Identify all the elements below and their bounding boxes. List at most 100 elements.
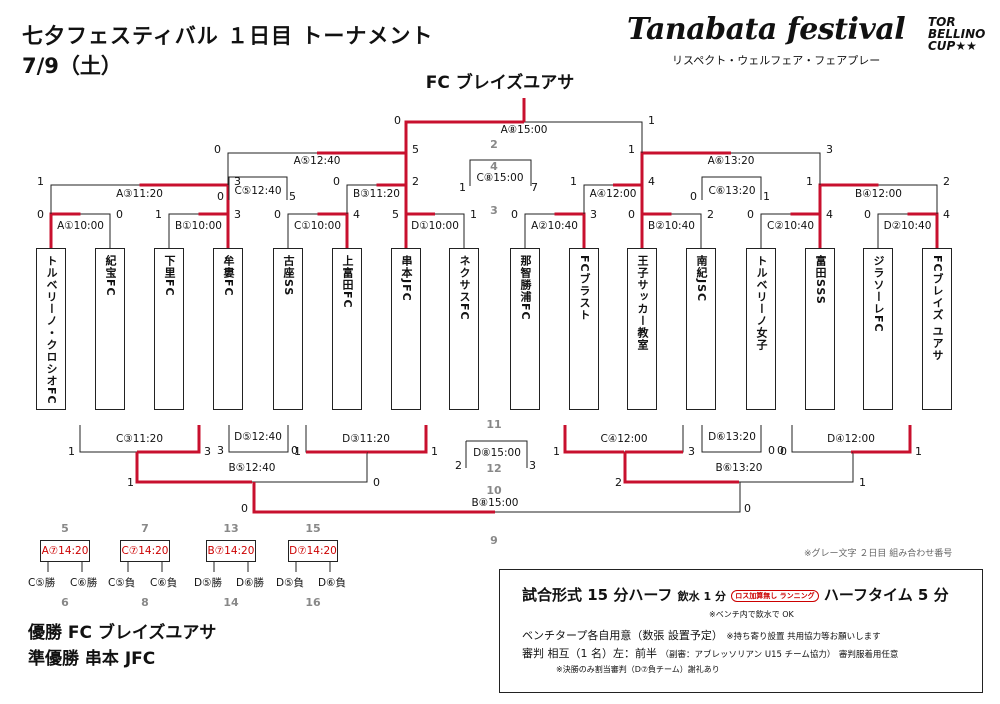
team-name: 串本JFC [400, 255, 413, 302]
match-label: B⑤12:40 [228, 462, 276, 474]
bracket-line [80, 213, 111, 248]
score: 1 [470, 208, 477, 221]
game-number: 2 [490, 138, 498, 151]
match-label: C⑧15:00 [476, 172, 524, 184]
team-name: 王子サッカー教室 [636, 255, 649, 351]
page-title: 七夕フェスティバル １日目 トーナメント [22, 24, 434, 48]
score: 7 [531, 181, 538, 194]
placement-left: C⑤勝 [28, 577, 56, 589]
score: 0 [37, 208, 44, 221]
final-referee-note: ※決勝のみ割当審判（D⑦負チーム）謝礼あり [556, 665, 720, 674]
match-label: A⑧15:00 [500, 124, 548, 136]
bracket-line [79, 425, 140, 453]
bracket-line [671, 213, 702, 248]
cup-logo: TOR BELLINO CUP★★ [928, 15, 986, 53]
score: 2 [455, 459, 462, 472]
team-box: ジラソーレFC [863, 248, 893, 410]
score: 1 [127, 476, 134, 489]
rules-tent: ベンチタープ各自用意（数張 設置予定） ※持ち寄り設置 共用協力等お願いします [522, 627, 881, 643]
bracket-line [563, 425, 624, 454]
team-box: 古座SS [273, 248, 303, 410]
winner-line: 優勝 FC ブレイズユアサ [28, 623, 217, 643]
rules-referee: 審判 相互（1 名）左：前半 （副審：アブレッソリアン U15 チーム協力） 審… [522, 645, 898, 661]
placement-match-box: B⑦14:20 [206, 540, 256, 562]
match-label: D③11:20 [342, 433, 390, 445]
team-box: 牟婁FC [213, 248, 243, 410]
score: 1 [37, 175, 44, 188]
game-number: 10 [486, 484, 502, 497]
team-box: 下里FC [154, 248, 184, 410]
score: 1 [155, 208, 162, 221]
bracket-line [791, 425, 851, 453]
score: 4 [826, 208, 833, 221]
score: 1 [859, 476, 866, 489]
bracket-line [404, 120, 524, 153]
bracket-line [701, 176, 762, 200]
game-number: 14 [223, 596, 239, 609]
score: 5 [289, 190, 296, 203]
score: 3 [204, 445, 211, 458]
bracket-line [227, 152, 317, 185]
team-box: 串本JFC [391, 248, 421, 410]
match-label: B②10:40 [648, 220, 695, 232]
team-name: 那智勝浦FC [519, 255, 532, 321]
match-label: B⑥13:20 [715, 462, 763, 474]
bracket-line [469, 159, 532, 186]
score: 0 [690, 190, 697, 203]
tent-rule: ベンチタープ各自用意（数張 設置予定） [522, 629, 723, 642]
team-box: トルベリーノ女子 [746, 248, 776, 410]
match-label: C②10:40 [766, 220, 815, 232]
bracket-line [213, 562, 249, 572]
bracket-line [50, 184, 140, 214]
match-label: C④12:00 [600, 433, 648, 445]
bracket-line [623, 452, 739, 484]
score: 0 [628, 208, 635, 221]
score: 0 [511, 208, 518, 221]
score: 0 [116, 208, 123, 221]
final-results: 優勝 FC ブレイズユアサ 準優勝 串本 JFC [28, 620, 216, 672]
referee-note: （副審：アブレッソリアン U15 チーム協力） [660, 650, 836, 660]
team-name: 下里FC [163, 255, 176, 297]
score: 1 [915, 445, 922, 458]
score: 3 [217, 444, 224, 457]
team-name: トルベリーノ女子 [755, 255, 768, 351]
bracket-line [524, 213, 555, 248]
game-number: 15 [305, 522, 321, 535]
placement-match-box: C⑦14:20 [120, 540, 170, 562]
bracket-line [47, 562, 83, 572]
placement-right: C⑥負 [150, 577, 178, 589]
game-number: 8 [141, 596, 149, 609]
score: 1 [628, 143, 635, 156]
match-label: B④12:00 [855, 188, 902, 200]
team-name: 南紀JSC [695, 255, 708, 303]
team-box: FCブラスト [569, 248, 599, 410]
match-label: A⑤12:40 [293, 155, 341, 167]
score: 4 [353, 208, 360, 221]
score: 1 [553, 445, 560, 458]
bracket-line [435, 213, 465, 248]
team-name: FCブラスト [578, 255, 591, 321]
game-number: 11 [486, 418, 502, 431]
score: 0 [744, 502, 751, 515]
placement-match-box: A⑦14:20 [40, 540, 90, 562]
bracket-line [366, 425, 428, 454]
score: 2 [615, 476, 622, 489]
score: 0 [394, 114, 401, 127]
match-label: B③11:20 [353, 188, 400, 200]
bracket-line [524, 121, 643, 153]
score: 0 [373, 476, 380, 489]
score: 0 [780, 445, 787, 458]
score: 1 [294, 445, 301, 458]
score: 4 [648, 175, 655, 188]
game-number: 9 [490, 534, 498, 547]
match-format: 試合形式 15 分ハーフ [522, 586, 673, 604]
rules-format: 試合形式 15 分ハーフ 飲水 1 分 ロス加算無し ランニング ハーフタイム … [522, 584, 949, 605]
match-label: A①10:00 [57, 220, 104, 232]
bracket-line [877, 213, 908, 248]
placement-right: D⑥勝 [236, 577, 264, 589]
halftime: ハーフタイム 5 分 [823, 586, 949, 604]
match-label: D⑤12:40 [234, 431, 282, 443]
game-number: 5 [61, 522, 69, 535]
bracket-line [252, 482, 495, 514]
